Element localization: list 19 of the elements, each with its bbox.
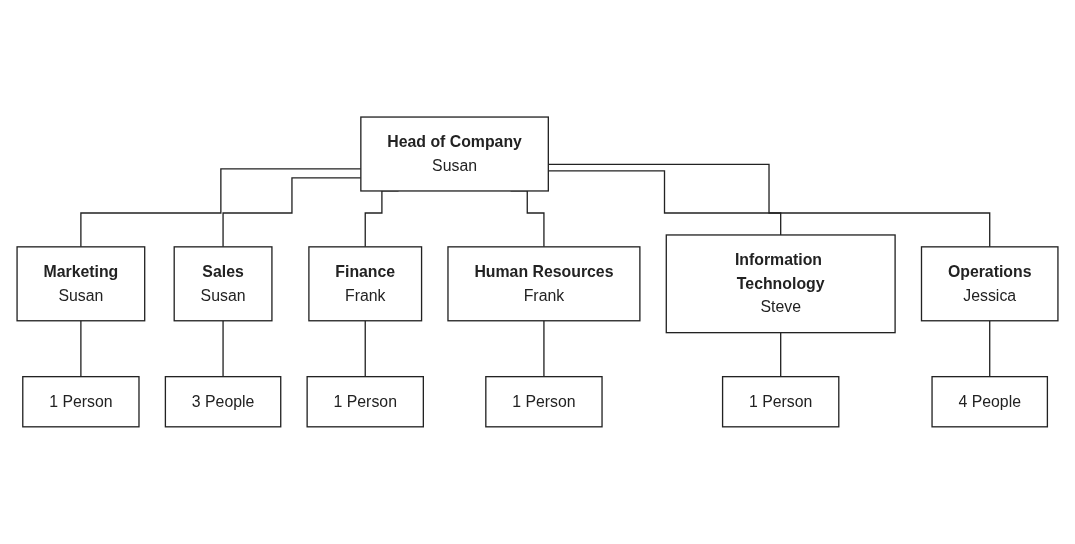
connector: [364, 320, 366, 378]
node-box: 1 Person: [721, 376, 840, 428]
node-box: Human Resources Frank: [447, 246, 641, 322]
node-box: Sales Susan: [173, 246, 273, 322]
node-box: 1 Person: [306, 376, 424, 428]
node-box: Head of Company Susan: [360, 116, 549, 192]
node-box: Information Technology Steve: [665, 234, 896, 334]
connector: [222, 320, 224, 378]
connector: [543, 320, 545, 378]
node-box: 1 Person: [485, 376, 603, 428]
connector: [780, 332, 782, 378]
node-box: Finance Frank: [308, 246, 423, 322]
node-box: Marketing Susan: [16, 246, 146, 322]
node-box: 3 People: [164, 376, 282, 428]
node-box: 1 Person: [22, 376, 140, 428]
connector: [80, 320, 82, 378]
connector: [989, 320, 991, 378]
node-box: Operations Jessica: [920, 246, 1059, 322]
node-box: 4 People: [931, 376, 1049, 428]
